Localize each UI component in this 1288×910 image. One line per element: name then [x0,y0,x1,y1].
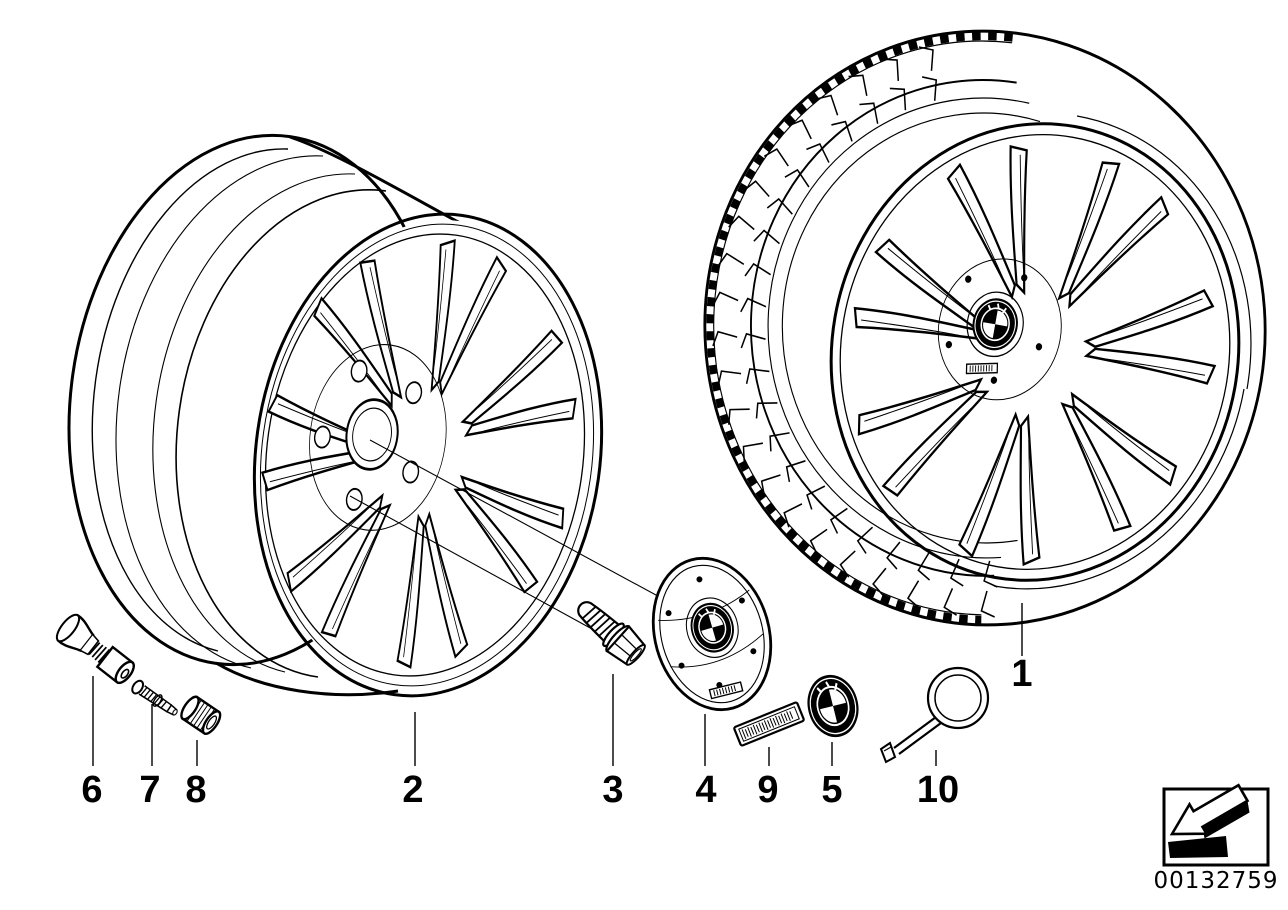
callout-3: 3 [602,769,623,811]
tire-outer-edge [703,29,1267,627]
bmw-roundel-icon [970,296,1021,353]
rim-outer-edge [252,212,604,698]
rim-face-edge [829,122,1241,582]
hook-tool-drawing [879,666,990,764]
wheel-with-tire-drawing [703,29,1267,627]
document-number: 00132759 [1153,868,1278,894]
callout-1: 1 [1011,653,1032,695]
callout-5: 5 [821,769,842,811]
cap-badge [708,681,744,700]
arrow-down-left-icon [1168,783,1250,858]
wheel-bolt-drawing [577,601,646,666]
valve-cap-drawing [180,695,222,735]
tire-tread-pattern [711,43,999,618]
bmw-emblem-drawing [802,671,863,741]
valve-stem-drawing [55,613,135,685]
valve-core-drawing [131,679,178,716]
callout-9: 9 [757,769,778,811]
callout-2: 2 [402,769,423,811]
wheel-face-spokes [847,140,1217,568]
direction-icon-box [1162,783,1270,867]
hub-badge [965,362,999,375]
callout-7: 7 [139,769,160,811]
alloy-wheel-drawing [67,133,604,698]
callout-leader-lines [92,603,1023,766]
emblem-plate-drawing [733,701,805,747]
hub-cap-on-wheel [937,258,1062,401]
wheel-hub [309,344,447,531]
wheel-spokes [259,234,581,672]
projection-line [369,439,668,602]
bmw-roundel-icon [802,671,863,741]
callout-6: 6 [81,769,102,811]
projection-line [349,495,593,630]
callout-4: 4 [695,769,716,811]
callout-10: 10 [917,769,959,811]
hub-cap-drawing [651,556,773,712]
callout-8: 8 [185,769,206,811]
